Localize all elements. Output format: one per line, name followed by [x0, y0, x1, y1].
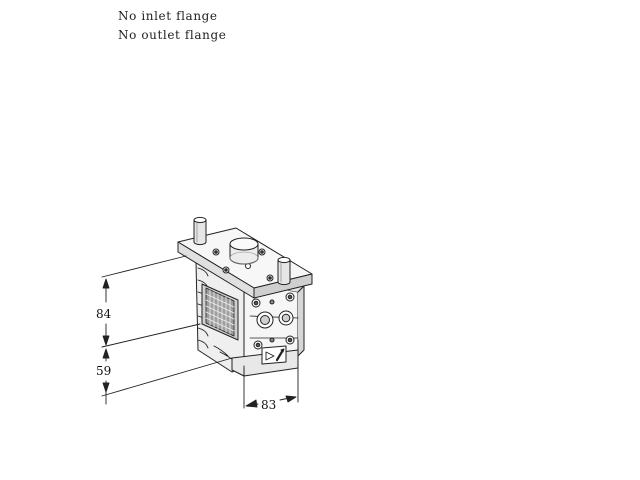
- extension-line-middle: [101, 323, 201, 348]
- extension-line-bottom: [101, 357, 233, 397]
- dim-arrow-up: [102, 278, 110, 289]
- left-standoff-post: [193, 216, 207, 246]
- dim-arrow-up-2: [102, 348, 110, 359]
- outlet-flange-note: No outlet flange: [118, 28, 227, 42]
- right-standoff-post: [277, 256, 291, 286]
- extension-line-top: [101, 255, 187, 278]
- dim-arrow-down-2: [102, 382, 110, 393]
- filter-panel: [201, 283, 239, 341]
- dimension-lines: [101, 255, 299, 409]
- flow-direction-plate: [261, 345, 287, 365]
- dimension-label-59: 59: [96, 364, 111, 378]
- dim-arrow-right: [285, 395, 297, 403]
- dim-arrow-left: [245, 399, 258, 408]
- dim-arrow-down: [102, 335, 110, 346]
- spec-notes: No inlet flange No outlet flange: [118, 7, 226, 45]
- inlet-flange-note: No inlet flange: [118, 9, 218, 23]
- dimension-label-83: 83: [261, 398, 276, 412]
- port-fittings: [256, 310, 294, 329]
- mounting-screws: [251, 292, 295, 350]
- dimension-label-84: 84: [96, 307, 112, 321]
- adjustment-knob: [229, 237, 259, 265]
